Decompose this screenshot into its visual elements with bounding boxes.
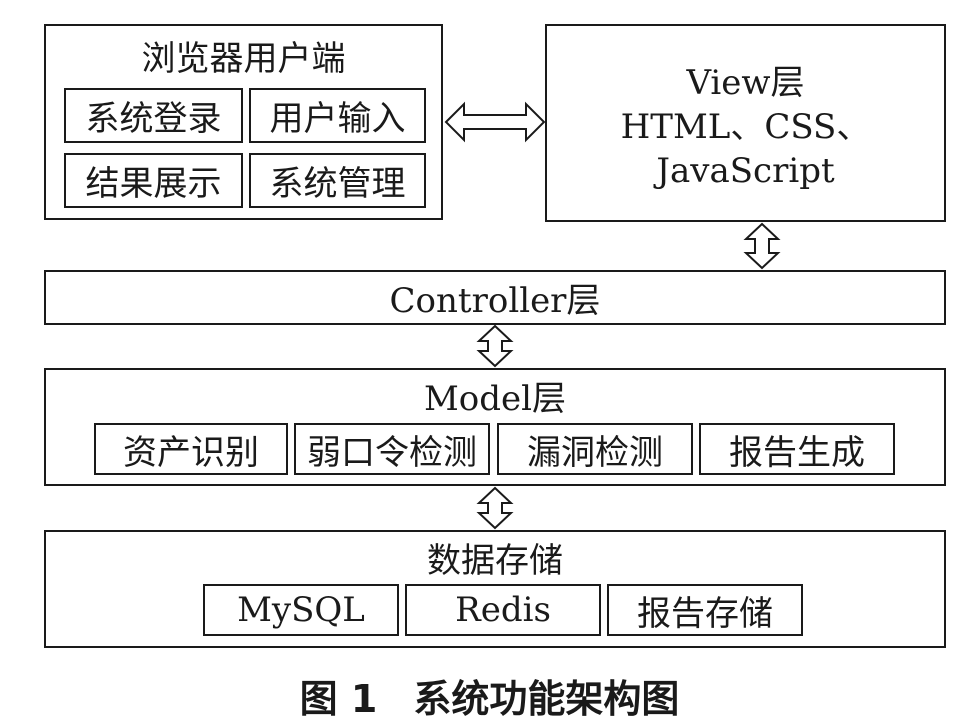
module-system-management: 系统管理 (249, 153, 426, 208)
model-layer-title: Model层 (423, 379, 567, 419)
view-layer-tech-line2: JavaScript (656, 151, 835, 191)
data-storage-title: 数据存储 (427, 541, 563, 581)
module-report-generation: 报告生成 (699, 423, 895, 475)
module-vulnerability-detection: 漏洞检测 (497, 423, 693, 475)
module-asset-identification: 资产识别 (94, 423, 288, 475)
figure-caption: 图 1 系统功能架构图 (0, 668, 979, 723)
module-result-display: 结果展示 (64, 153, 243, 208)
arrow-view-controller (743, 222, 781, 270)
figure-title: 系统功能架构图 (413, 677, 680, 721)
controller-layer-box: Controller层 (44, 270, 946, 325)
view-layer-title: View层 (686, 63, 805, 103)
storage-redis: Redis (405, 584, 601, 636)
browser-client-title: 浏览器用户端 (141, 39, 346, 79)
arrow-browser-view (444, 101, 546, 143)
module-user-input: 用户输入 (249, 88, 426, 143)
view-layer-box: View层 HTML、CSS、 JavaScript (545, 24, 946, 222)
arrow-controller-model (476, 324, 514, 368)
view-layer-tech-line1: HTML、CSS、 (620, 107, 871, 147)
storage-mysql: MySQL (203, 584, 399, 636)
arrow-model-storage (476, 486, 514, 530)
module-system-login: 系统登录 (64, 88, 243, 143)
module-weak-password-detection: 弱口令检测 (294, 423, 490, 475)
figure-number: 图 1 (299, 677, 378, 721)
storage-report: 报告存储 (607, 584, 803, 636)
